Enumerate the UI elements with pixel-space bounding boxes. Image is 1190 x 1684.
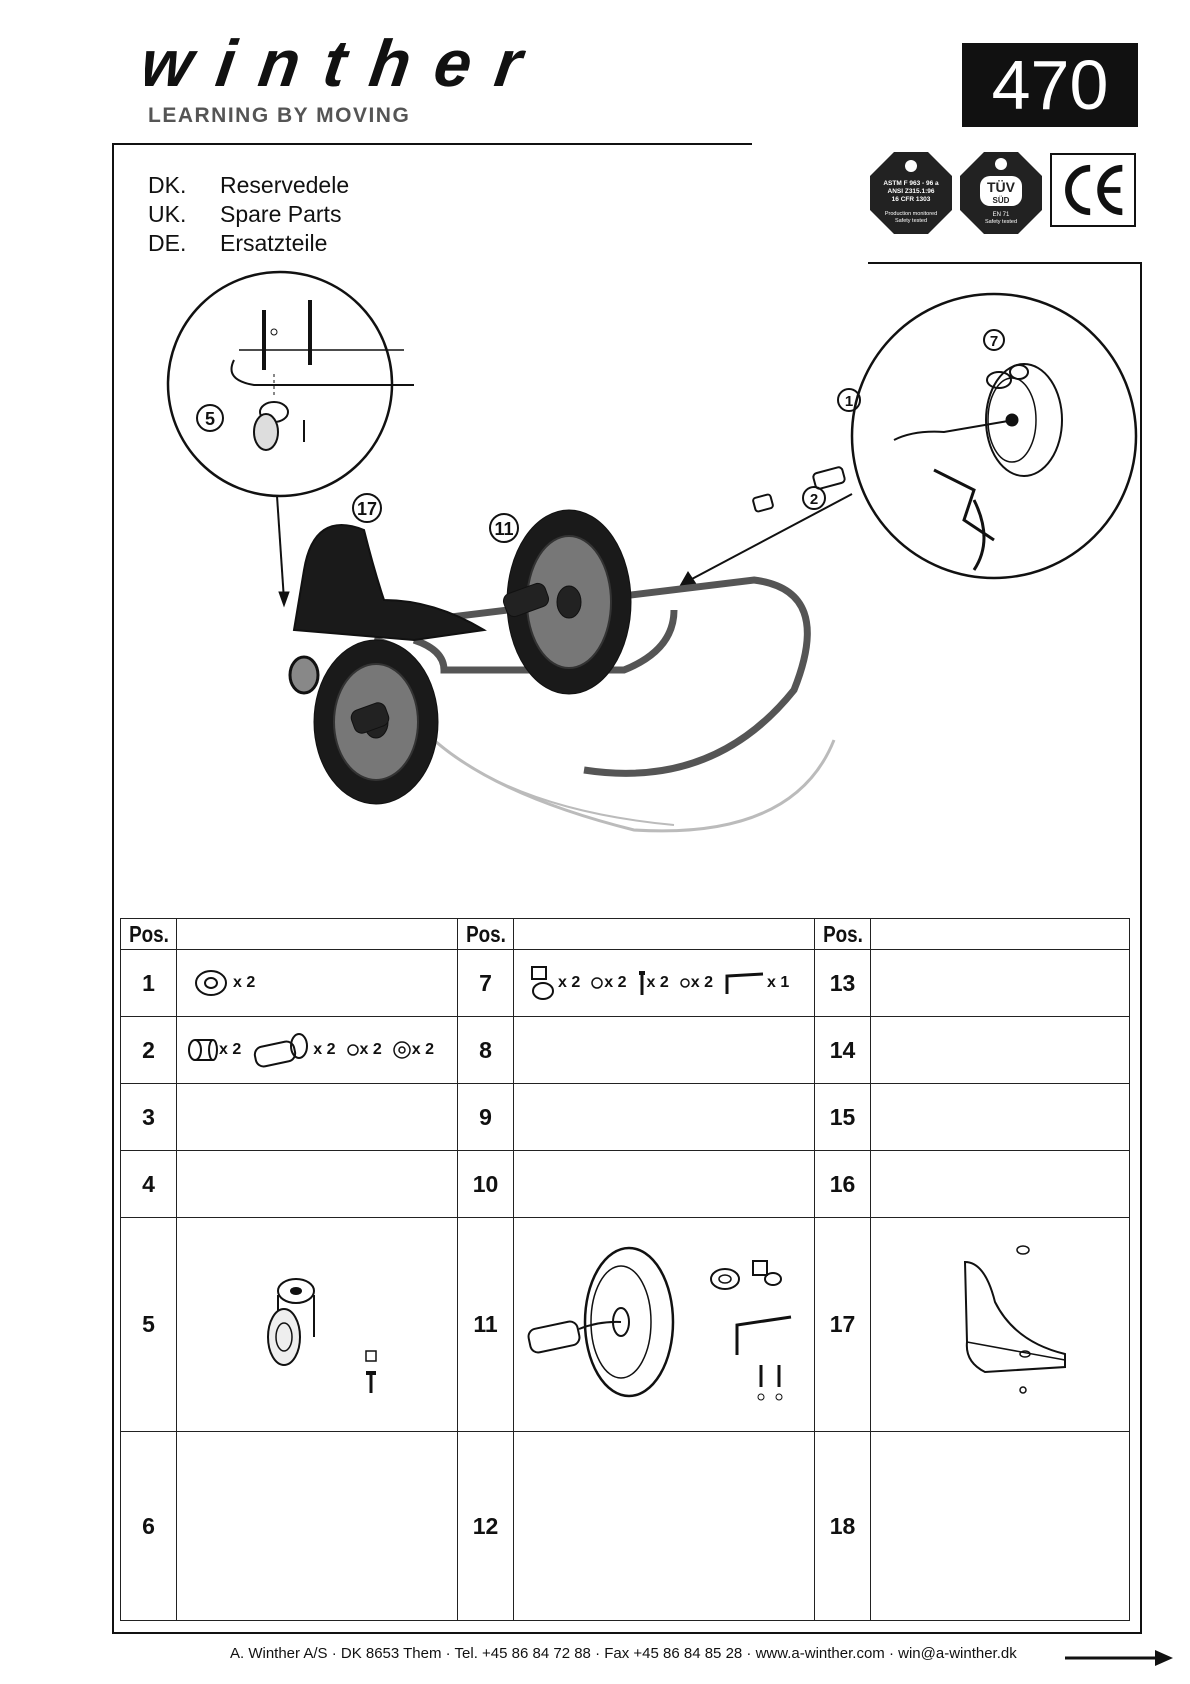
caster-wheel-icon [267, 1278, 377, 1393]
pos-number: 4 [120, 1150, 177, 1218]
svg-text:Safety tested: Safety tested [895, 218, 927, 224]
parts-cell [176, 1150, 458, 1218]
next-page-arrow-icon[interactable] [1065, 1648, 1175, 1668]
svg-text:winther: winther [145, 38, 530, 98]
locknut-icon [346, 1044, 359, 1056]
pos-number: 1 [120, 949, 177, 1017]
svg-text:ASTM F 963 - 96 a: ASTM F 963 - 96 a [883, 180, 939, 187]
pos-number: 14 [814, 1016, 871, 1084]
table-row: 3 9 15 [120, 1083, 1130, 1151]
small-nut-icon [680, 978, 690, 988]
parts-cell [870, 1431, 1130, 1621]
tuv-badge: TÜV SÜD EN 71 Safety tested [960, 152, 1042, 234]
callout-11: 11 [494, 519, 513, 539]
washer-icon [195, 970, 227, 996]
parts-header-2 [540, 918, 788, 950]
parts-cell [513, 1217, 815, 1432]
pos-number: 17 [814, 1217, 871, 1432]
caster-detail-circle [166, 270, 414, 498]
tagline: LEARNING BY MOVING [148, 104, 411, 127]
spacer-icon [188, 1039, 218, 1061]
parts-cell: x 2 x 2 x 2 x 2 x 1 [513, 949, 815, 1017]
table-row: 6 12 18 [120, 1431, 1130, 1621]
frame-top [112, 143, 752, 145]
frame-bottom [112, 1632, 1142, 1634]
callout-2: 2 [810, 491, 818, 508]
handle-grip-icon [254, 1033, 309, 1068]
pos-header-3: Pos. [819, 918, 866, 950]
wheel-detail-circle [752, 292, 1138, 580]
pos-number: 12 [457, 1431, 514, 1621]
parts-cell [870, 1083, 1130, 1151]
pos-header-2: Pos. [462, 918, 509, 950]
svg-text:16 CFR 1303: 16 CFR 1303 [892, 196, 931, 203]
callout-5: 5 [205, 409, 215, 429]
parts-header-1 [201, 918, 433, 950]
pos-number: 16 [814, 1150, 871, 1218]
frame-top-right [868, 262, 1142, 264]
parts-cell [870, 1016, 1130, 1084]
parts-table: Pos. Pos. Pos. 1 x 2 7 x 2 x 2 x 2 x 2 x… [120, 918, 1130, 1621]
table-row: 4 10 16 [120, 1150, 1130, 1218]
bolt-icon [638, 971, 645, 995]
pos-number: 10 [457, 1150, 514, 1218]
parts-cell [176, 1217, 458, 1432]
parts-cell [870, 1150, 1130, 1218]
svg-text:EN 71: EN 71 [993, 212, 1010, 218]
parts-cell [870, 949, 1130, 1017]
frame-right [1140, 262, 1142, 1634]
table-header-row: Pos. Pos. Pos. [121, 918, 1130, 950]
flat-washer-icon [393, 1041, 411, 1059]
hex-key-icon [725, 972, 764, 994]
language-row-uk: UK.Spare Parts [148, 201, 342, 227]
table-row: 5 11 [120, 1217, 1130, 1432]
parts-cell [513, 1016, 815, 1084]
svg-text:Safety tested: Safety tested [985, 219, 1017, 225]
svg-text:SÜD: SÜD [993, 196, 1010, 205]
parts-cell: x 2 x 2 x 2 x 2 [176, 1016, 458, 1084]
axle-clamp-icon [531, 966, 554, 1000]
svg-text:Production monitored: Production monitored [885, 211, 937, 217]
frame-left [112, 143, 114, 1633]
callout-1: 1 [845, 393, 853, 410]
pos-number: 3 [120, 1083, 177, 1151]
table-row: 2 x 2 x 2 x 2 x 2 8 14 [120, 1016, 1130, 1084]
parts-cell: x 2 [176, 949, 458, 1017]
nut-icon [591, 977, 603, 989]
parts-cell [513, 1083, 815, 1151]
callout-17: 17 [357, 499, 377, 519]
language-row-dk: DK.Reservedele [148, 172, 350, 198]
pos-number: 11 [457, 1217, 514, 1432]
parts-cell [176, 1083, 458, 1151]
svg-text:ANSI Z315.1:96: ANSI Z315.1:96 [888, 188, 935, 195]
pos-number: 2 [120, 1016, 177, 1084]
pos-number: 8 [457, 1016, 514, 1084]
parts-cell [176, 1431, 458, 1621]
pos-number: 13 [814, 949, 871, 1017]
pos-number: 15 [814, 1083, 871, 1151]
astm-badge: ASTM F 963 - 96 a ANSI Z315.1:96 16 CFR … [870, 152, 952, 234]
seat-icon [963, 1245, 1066, 1394]
ce-mark [1050, 153, 1136, 227]
pos-number: 7 [457, 949, 514, 1017]
svg-text:TÜV: TÜV [987, 179, 1016, 195]
pos-number: 18 [814, 1431, 871, 1621]
pos-number: 9 [457, 1083, 514, 1151]
cart-drawing [288, 493, 836, 833]
product-illustration: 5 7 1 2 [166, 270, 1138, 833]
table-row: 1 x 2 7 x 2 x 2 x 2 x 2 x 1 13 [120, 949, 1130, 1017]
pos-header-1: Pos. [125, 918, 172, 950]
language-row-de: DE.Ersatzteile [148, 230, 328, 256]
parts-cell [513, 1431, 815, 1621]
pos-number: 6 [120, 1431, 177, 1621]
wheel-assembly-icon [527, 1246, 792, 1401]
parts-header-3 [893, 918, 1107, 950]
winther-logo: winther [145, 38, 530, 98]
parts-cell [870, 1217, 1130, 1432]
footer-contact: A. Winther A/S · DK 8653 Them · Tel. +45… [230, 1645, 1017, 1662]
pos-number: 5 [120, 1217, 177, 1432]
model-number: 470 [962, 43, 1138, 127]
parts-cell [513, 1150, 815, 1218]
callout-7: 7 [990, 333, 998, 350]
